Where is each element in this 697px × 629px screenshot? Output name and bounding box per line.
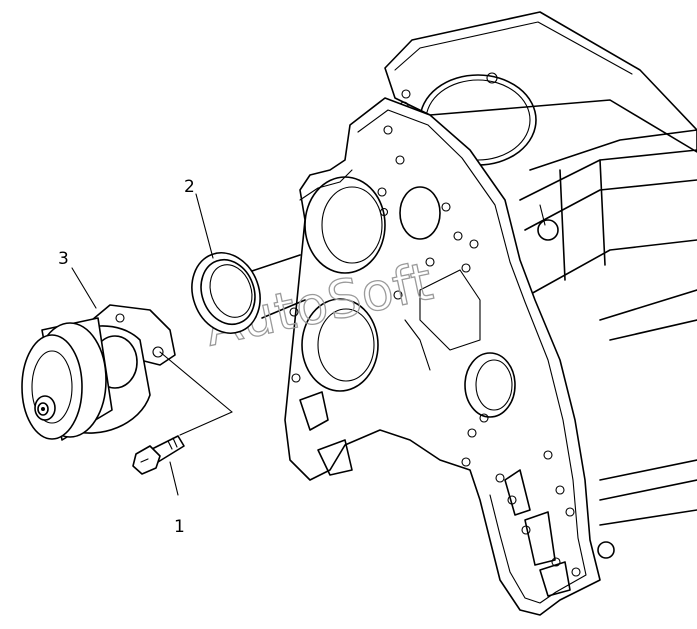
water-pump xyxy=(21,304,176,441)
callout-2: 2 xyxy=(184,177,195,197)
callout-3: 3 xyxy=(58,249,69,269)
bolt xyxy=(132,435,185,475)
callout-1: 1 xyxy=(174,517,185,537)
leader-lines xyxy=(71,193,233,496)
engine-block xyxy=(239,11,697,616)
